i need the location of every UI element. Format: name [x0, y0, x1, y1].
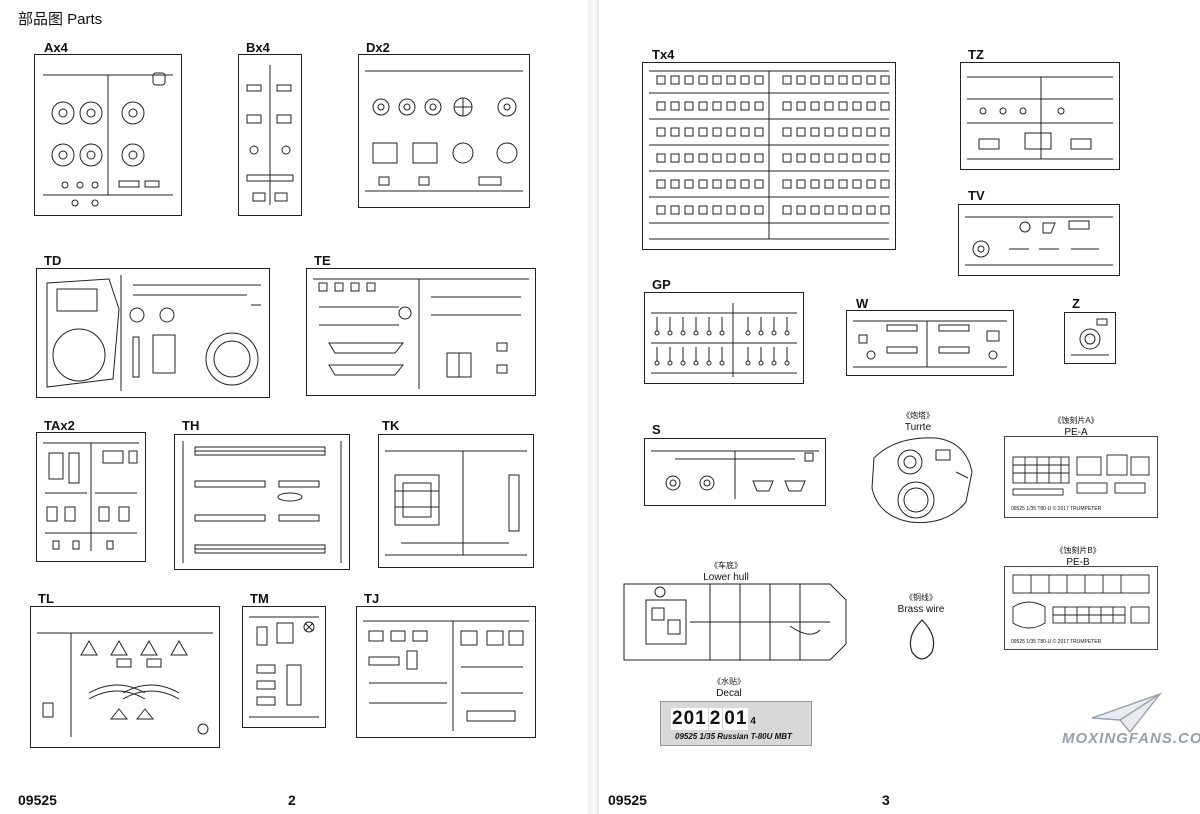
sprue-label: Ax4: [44, 40, 68, 55]
pe-b-caption-en: PE-B: [1066, 557, 1090, 568]
decal-caption-en: Decal: [716, 688, 742, 699]
pe-a-fret-text: 09525 1/35 T80-U © 2017 TRUMPETER: [1011, 506, 1102, 512]
pe-a-fret: 09525 1/35 T80-U © 2017 TRUMPETER: [1004, 436, 1158, 518]
sprue-label: GP: [652, 277, 671, 292]
sprue-label: TK: [382, 418, 400, 433]
turret-caption-zh: 《炮塔》: [902, 411, 934, 420]
sprue-frame: [30, 606, 220, 748]
pe-b-fret: 09525 1/35 T80-U © 2017 TRUMPETER: [1004, 566, 1158, 650]
left-page-number: 2: [288, 792, 296, 808]
hull-caption-zh: 《车底》: [710, 561, 742, 570]
decal-number-4: 4: [750, 716, 757, 727]
hull-caption-en: Lower hull: [703, 572, 749, 583]
sprue-label: Tx4: [652, 47, 675, 62]
brass-caption-zh: 《铜线》: [905, 593, 937, 602]
sprue-label: TE: [314, 253, 331, 268]
sprue-label: TJ: [364, 591, 380, 606]
decal-number-1: 201: [671, 708, 708, 730]
sprue-label: Dx2: [366, 40, 390, 55]
sprue-frame: [36, 268, 270, 398]
sprue-label: TV: [968, 188, 985, 203]
decal-caption: 《水贴》 Decal: [706, 676, 752, 700]
hull-caption: 《车底》 Lower hull: [694, 560, 758, 584]
sprue-frame: [356, 606, 536, 738]
pe-b-fret-text: 09525 1/35 T80-U © 2017 TRUMPETER: [1011, 639, 1102, 645]
pe-b-caption-zh: 《蚀刻片B》: [1055, 546, 1101, 555]
right-footer-code: 09525: [608, 792, 647, 808]
pe-b-caption: 《蚀刻片B》 PE-B: [1038, 545, 1118, 569]
sprue-frame: [642, 62, 896, 250]
sprue-label: W: [856, 296, 869, 311]
pe-a-caption: 《蚀刻片A》 PE-A: [1036, 415, 1116, 439]
sprue-label: TL: [38, 591, 54, 606]
sprue-frame: [242, 606, 326, 728]
pe-a-caption-zh: 《蚀刻片A》: [1053, 416, 1099, 425]
brass-caption-en: Brass wire: [897, 604, 945, 615]
turret-drawing: [871, 437, 973, 524]
brass-caption: 《铜线》 Brass wire: [896, 592, 946, 616]
sprue-frame: [36, 432, 146, 562]
decal-number-2: 2: [708, 708, 723, 730]
sprue-frame: [846, 310, 1014, 376]
page-title: 部品图 Parts: [18, 11, 103, 28]
sprue-frame: [238, 54, 302, 216]
sprue-label: S: [652, 422, 661, 437]
sprue-label: TD: [44, 253, 62, 268]
left-footer-code: 09525: [18, 792, 57, 808]
sprue-frame: [358, 54, 530, 208]
sprue-label: TM: [250, 591, 269, 606]
watermark: MOXINGFANS.COM: [1062, 730, 1200, 747]
sprue-label: Z: [1072, 296, 1080, 311]
sprue-frame: [34, 54, 182, 216]
brass-wire-drawing: [909, 619, 935, 660]
page-gutter: [588, 0, 598, 814]
sprue-frame: [378, 434, 534, 568]
sprue-frame: [644, 438, 826, 506]
sprue-label: TH: [182, 418, 200, 433]
sprue-frame: [1064, 312, 1116, 364]
pe-a-caption-en: PE-A: [1064, 427, 1088, 438]
paper-plane-icon: [1091, 692, 1162, 734]
decal-number-3: 01: [723, 708, 749, 730]
sprue-frame: [960, 62, 1120, 170]
turret-caption-en: Turrte: [904, 422, 932, 433]
sprue-label: TAx2: [44, 418, 75, 433]
sprue-frame: [306, 268, 536, 396]
decal-caption-zh: 《水贴》: [713, 677, 745, 686]
decal-text: 09525 1/35 Russian T-80U MBT: [675, 732, 792, 741]
sprue-frame: [644, 292, 804, 384]
sprue-label: Bx4: [246, 40, 270, 55]
turret-caption: 《炮塔》 Turrte: [888, 410, 948, 434]
sprue-frame: [958, 204, 1120, 276]
sprue-frame: [174, 434, 350, 570]
sprue-label: TZ: [968, 47, 984, 62]
right-page-number: 3: [882, 792, 890, 808]
lower-hull-drawing: [623, 583, 847, 661]
